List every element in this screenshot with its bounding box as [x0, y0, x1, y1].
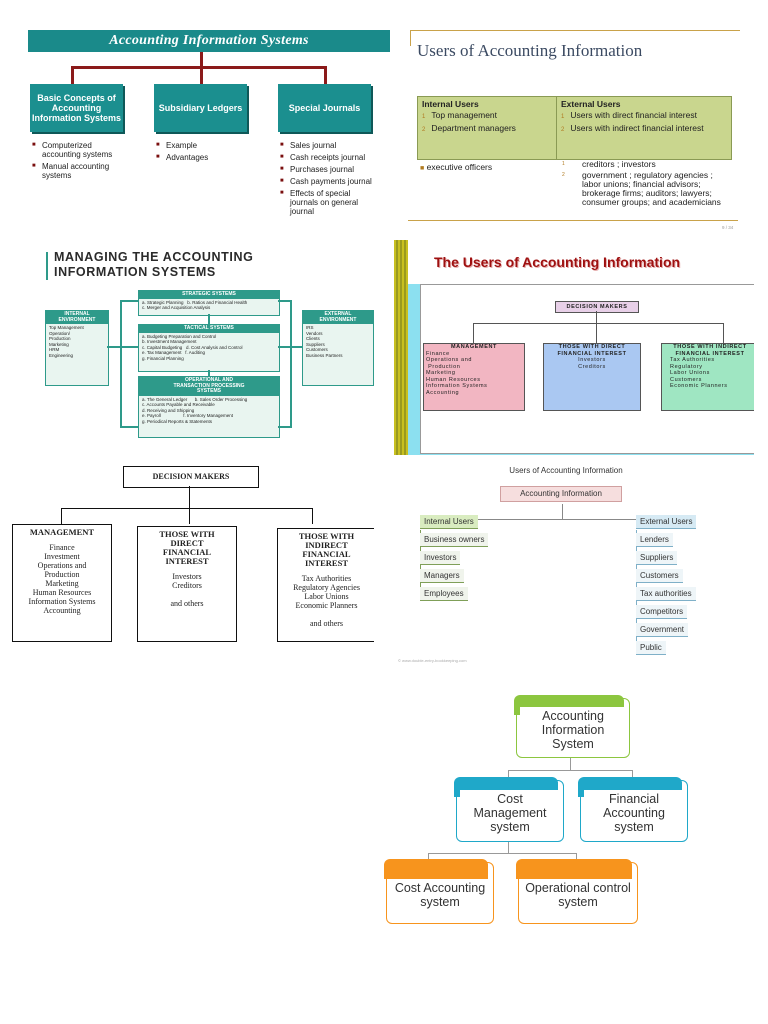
basic-concepts-list: Computerized accounting systems Manual a…: [32, 141, 122, 183]
panel-decision-makers: DECISION MAKERS MANAGEMENT Finance Inves…: [12, 462, 374, 642]
external-users-header: External Users: [636, 515, 697, 529]
list-item: Purchases journal: [280, 165, 380, 174]
external-environment-box: EXTERNAL ENVIRONMENT IRS Vendors Clients…: [302, 310, 374, 386]
management-box: MANAGEMENT Finance Operations and Produc…: [423, 343, 525, 411]
decision-makers-box: DECISION MAKERS: [555, 301, 639, 313]
list-item: Managers: [420, 569, 464, 583]
box-basic-concepts: Basic Concepts of Accounting Information…: [30, 84, 123, 132]
panel-users-table: Users of Accounting Information Internal…: [400, 28, 740, 233]
list-item: Advantages: [156, 153, 246, 162]
tactical-systems-box: TACTICAL SYSTEMS a. Budgeting Preparatio…: [138, 324, 280, 372]
list-item: Tax authorities: [636, 587, 696, 601]
list-item: Customers: [636, 569, 683, 583]
table-cell: Top management: [431, 110, 498, 120]
management-box: MANAGEMENT Finance Investment Operations…: [12, 524, 112, 642]
list-item: Computerized accounting systems: [32, 141, 122, 159]
direct-interest-box: THOSE WITH DIRECT FINANCIAL INTEREST Inv…: [543, 343, 641, 411]
decision-makers-root: DECISION MAKERS: [123, 466, 259, 488]
box-subsidiary-ledgers: Subsidiary Ledgers: [154, 84, 247, 132]
table-cell: Department managers: [431, 123, 516, 133]
indirect-interest-box: THOSE WITH INDIRECT FINANCIAL INTEREST T…: [661, 343, 754, 411]
operational-systems-box: OPERATIONAL AND TRANSACTION PROCESSING S…: [138, 376, 280, 438]
list-item: Lenders: [636, 533, 673, 547]
panel-ais-overview: Accounting Information Systems Basic Con…: [28, 28, 390, 233]
operational-control-node: Operational control system: [516, 859, 638, 924]
internal-environment-box: INTERNAL ENVIRONMENT Top Management Oper…: [45, 310, 109, 386]
list-item: Manual accounting systems: [32, 162, 122, 180]
list-item: Investors: [420, 551, 461, 565]
list-item: Employees: [420, 587, 468, 601]
list-item: Government: [636, 623, 689, 637]
page-number: 9 / 34: [722, 225, 734, 230]
panel-users-colored: The Users of Accounting Information DECI…: [394, 240, 754, 455]
list-item: Public: [636, 641, 666, 655]
bottom-left-item: ■ executive officers: [420, 162, 493, 172]
external-header: External Users: [561, 99, 621, 109]
panel-ais-hierarchy: Accounting Information System Cost Manag…: [384, 684, 744, 924]
internal-users-header: Internal Users: [420, 515, 478, 529]
list-item: Suppliers: [636, 551, 678, 565]
list-item: Sales journal: [280, 141, 380, 150]
list-item: Competitors: [636, 605, 688, 619]
users-list-title: Users of Accounting Information: [509, 466, 623, 475]
panel-users-list: Users of Accounting Information Accounti…: [386, 458, 746, 668]
users-colored-title: The Users of Accounting Information: [434, 254, 681, 270]
list-item: Cash payments journal: [280, 177, 380, 186]
special-journals-list: Sales journal Cash receipts journal Purc…: [280, 141, 380, 219]
list-item: Effects of special journals on general j…: [280, 189, 380, 216]
list-item: Cash receipts journal: [280, 153, 380, 162]
box-special-journals: Special Journals: [278, 84, 371, 132]
list-item: Example: [156, 141, 246, 150]
subsidiary-ledgers-list: Example Advantages: [156, 141, 246, 165]
source-footer: © www.double-entry-bookkeeping.com: [398, 658, 467, 663]
financial-accounting-node: Financial Accounting system: [578, 777, 688, 842]
ais-title: Accounting Information Systems: [28, 30, 390, 52]
accounting-info-root: Accounting Information: [500, 486, 622, 502]
internal-header: Internal Users: [422, 99, 479, 109]
ais-root-node: Accounting Information System: [514, 695, 630, 758]
cost-management-node: Cost Management system: [454, 777, 564, 842]
table-cell: Users with indirect financial interest: [570, 123, 704, 133]
list-item: Business owners: [420, 533, 489, 547]
strategic-systems-box: STRATEGIC SYSTEMS a. Strategic Planning …: [138, 290, 280, 316]
table-cell: Users with direct financial interest: [570, 110, 697, 120]
cost-accounting-node: Cost Accounting system: [384, 859, 494, 924]
direct-interest-box: THOSE WITH DIRECT FINANCIAL INTEREST Inv…: [137, 526, 237, 642]
users-title: Users of Accounting Information: [417, 41, 643, 60]
indirect-interest-box: THOSE WITH INDIRECT FINANCIAL INTEREST T…: [277, 528, 374, 642]
